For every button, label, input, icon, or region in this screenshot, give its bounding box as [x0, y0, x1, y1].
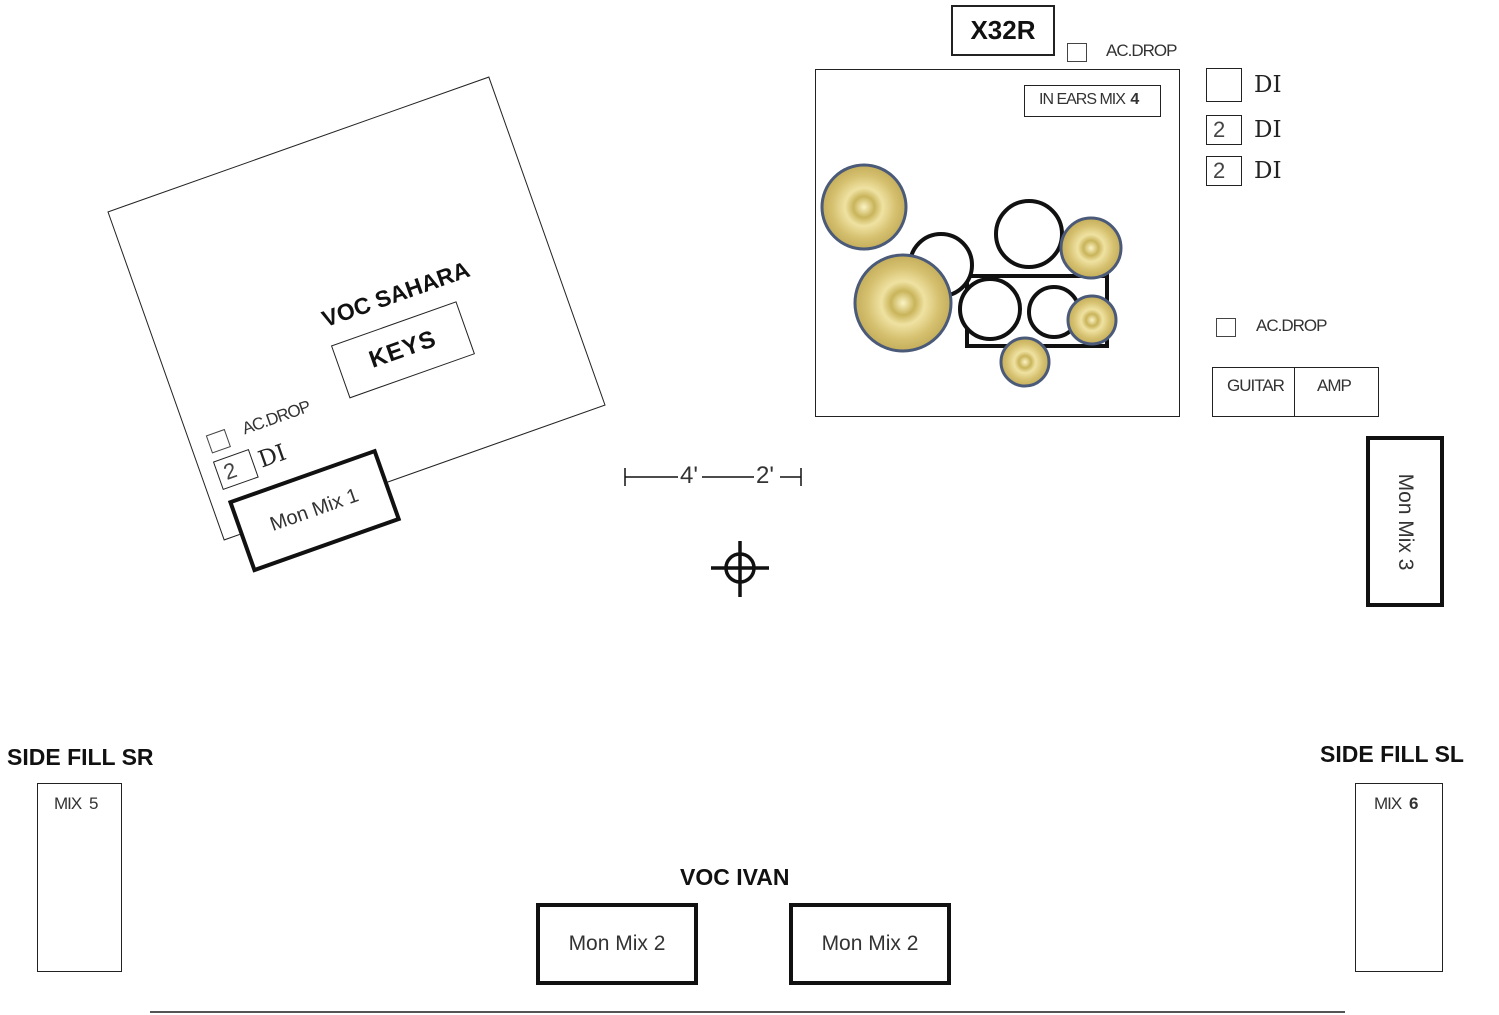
mon-mix-3-wedge: Mon Mix 3 [1366, 436, 1444, 607]
di-count: 2 [1206, 115, 1242, 145]
di-label: DI [1254, 72, 1282, 98]
console-x32r: X32R [951, 5, 1055, 56]
cymbal-hihat [1066, 294, 1118, 346]
mon-mix-2-wedge-right: Mon Mix 2 [789, 903, 951, 985]
rack-tom-1 [994, 199, 1064, 269]
side-fill-sr-mix-label: MIX [54, 794, 82, 813]
keys-riser: VOC SAHARA KEYS AC.DROP 2 DI Mon Mix 1 [107, 76, 606, 573]
side-fill-sl-speaker: MIX 6 [1355, 783, 1443, 972]
inears-mix-box: IN EARS MIX 4 [1024, 85, 1161, 117]
di-label: DI [1254, 117, 1282, 143]
di-label: DI [1254, 158, 1282, 184]
scale-label-4ft: 4' [680, 462, 698, 489]
side-fill-sl-title: SIDE FILL SL [1320, 741, 1464, 767]
acdrop-label-keys: AC.DROP [239, 396, 313, 439]
acdrop-checkbox-guitar [1216, 318, 1236, 337]
cymbal-splash [1059, 216, 1123, 280]
center-crosshair-icon [711, 541, 769, 597]
di-row-3: 2 DI [1206, 156, 1282, 186]
acdrop-label-top: AC.DROP [1106, 41, 1177, 60]
mon-mix-2-right-label: Mon Mix 2 [821, 932, 919, 955]
di-count: 2 [1206, 156, 1242, 186]
amp-label: AMP [1317, 376, 1352, 395]
mon-mix-2-wedge-left: Mon Mix 2 [536, 903, 698, 985]
stage-front-edge [150, 1011, 1345, 1013]
di-count: 2 [212, 449, 259, 490]
keys-label: KEYS [365, 325, 440, 374]
inears-label: IN EARS MIX [1039, 91, 1126, 108]
di-label: DI [255, 439, 290, 474]
side-fill-sr-mix-num: 5 [88, 794, 99, 813]
side-fill-sr-speaker: MIX 5 [37, 783, 122, 972]
voc-ivan-label: VOC IVAN [680, 864, 790, 890]
cymbal-ride [853, 253, 953, 353]
acdrop-checkbox-keys [205, 428, 231, 454]
inears-number: 4 [1130, 91, 1139, 108]
cymbal-crash [820, 163, 908, 251]
scale-label-2ft: 2' [756, 462, 774, 489]
mon-mix-1-label: Mon Mix 1 [267, 484, 362, 536]
side-fill-sl-mix-num: 6 [1408, 794, 1419, 813]
guitar-label: GUITAR [1227, 376, 1285, 395]
side-fill-sr-title: SIDE FILL SR [7, 744, 154, 770]
scale-bar [624, 468, 802, 486]
mon-mix-2-left-label: Mon Mix 2 [568, 932, 666, 955]
di-count [1206, 68, 1242, 102]
guitar-amp: GUITAR AMP [1212, 367, 1379, 417]
snare-drum [958, 277, 1022, 341]
console-label: X32R [970, 15, 1036, 45]
acdrop-label-guitar: AC.DROP [1256, 316, 1327, 335]
cymbal-china [999, 336, 1051, 388]
di-row-2: 2 DI [1206, 115, 1282, 145]
drum-kit [820, 163, 1123, 388]
side-fill-sl-mix-label: MIX [1374, 794, 1402, 813]
di-row-1: DI [1206, 68, 1282, 102]
acdrop-checkbox-top [1067, 43, 1087, 62]
mon-mix-3-label: Mon Mix 3 [1394, 473, 1417, 570]
